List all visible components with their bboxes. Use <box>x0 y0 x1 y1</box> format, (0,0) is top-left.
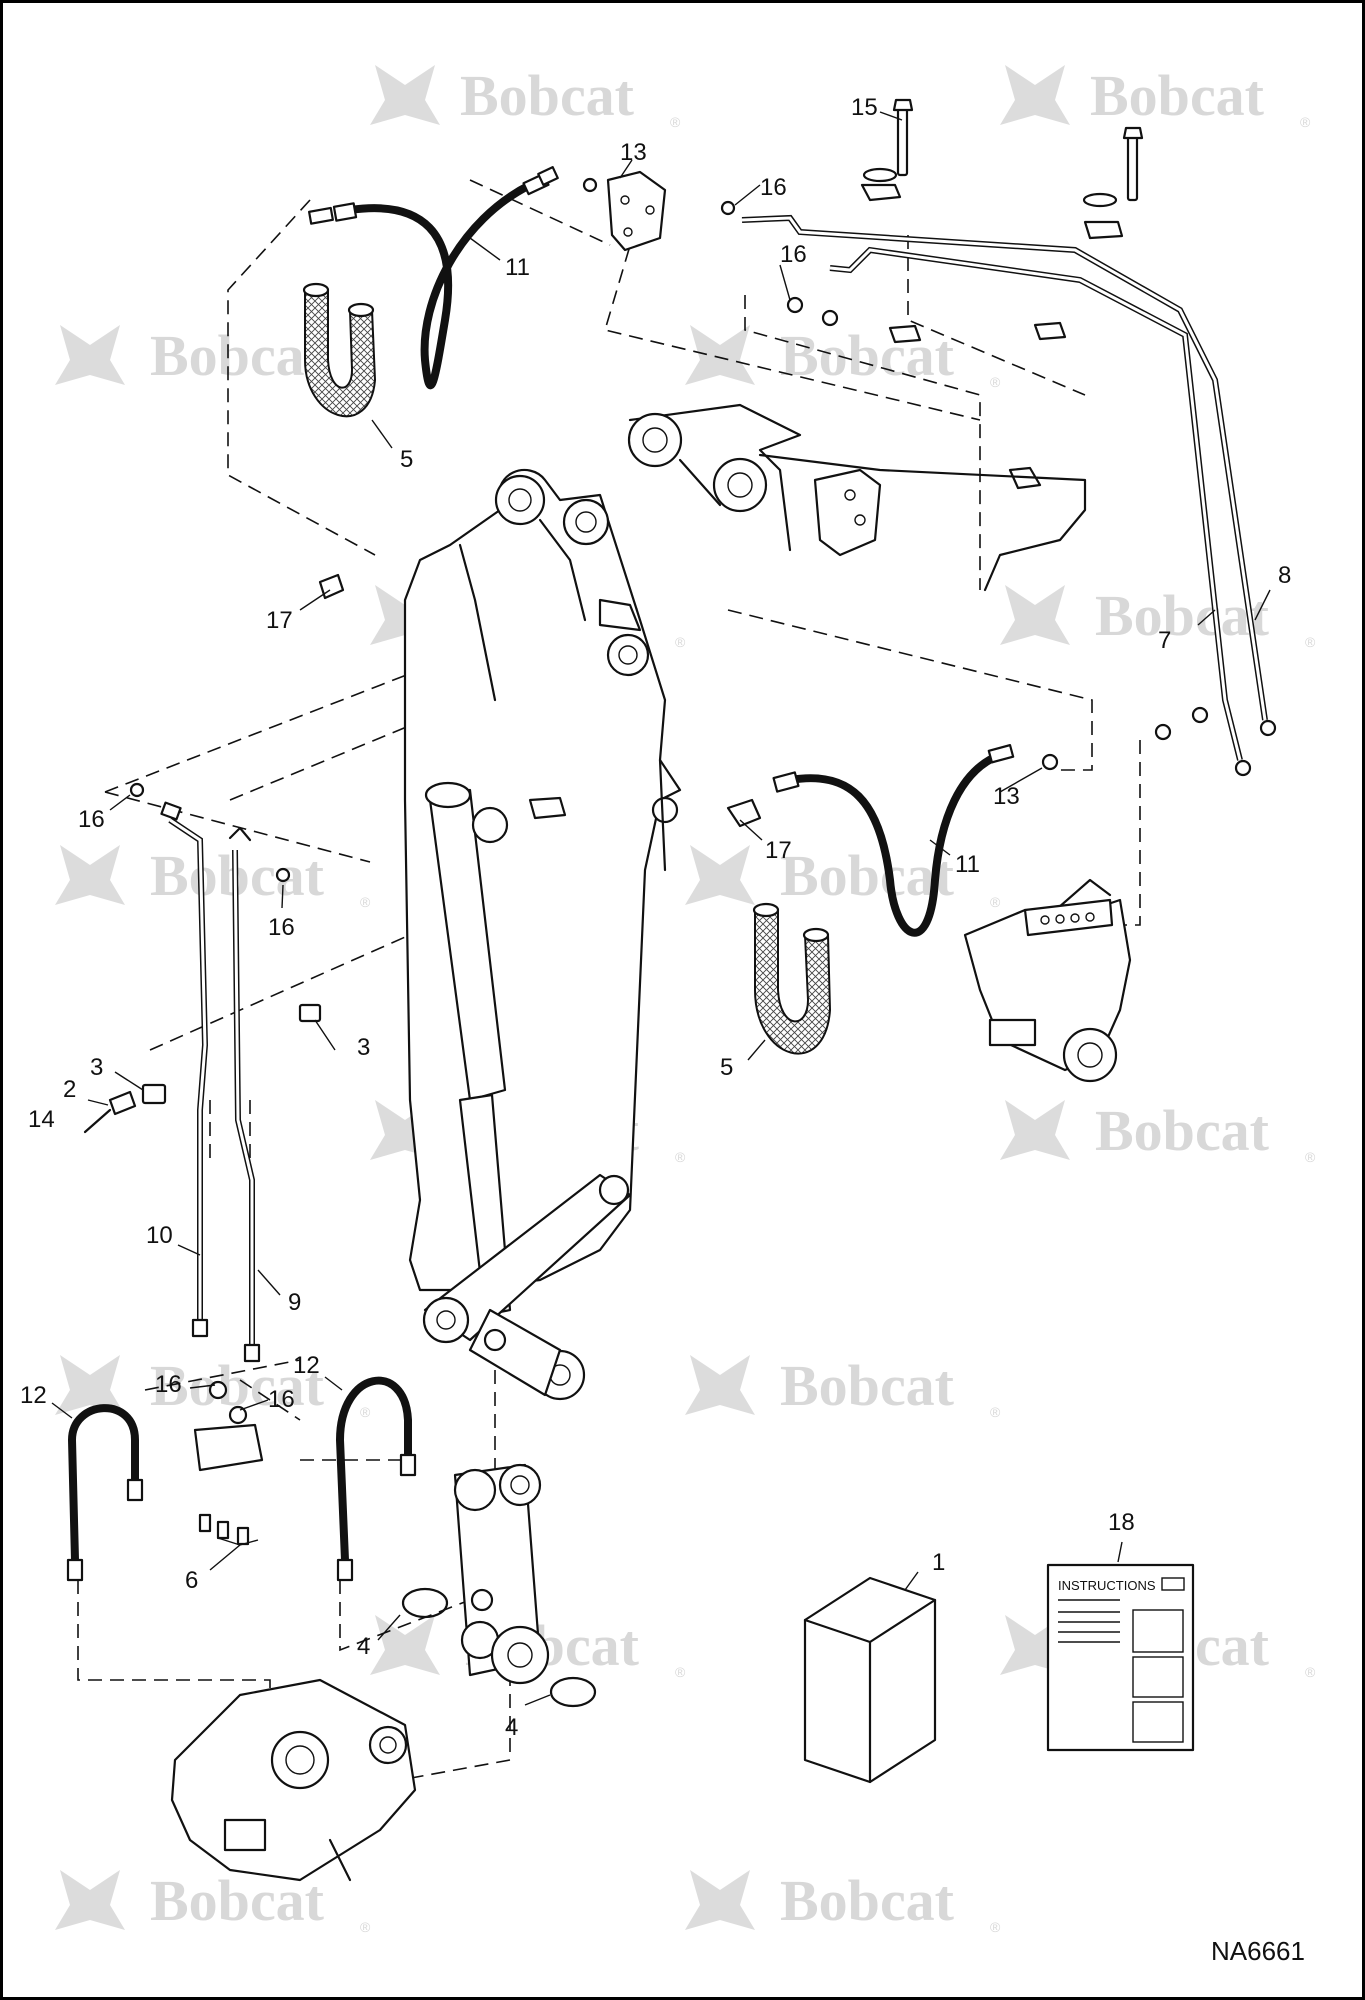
watermark-3: Bobcat ® <box>55 323 371 390</box>
watermark-1: Bobcat ® <box>370 63 681 130</box>
small-fittings <box>318 296 1209 741</box>
svg-text:Bobcat: Bobcat <box>1095 1098 1270 1163</box>
callout-18: 18 <box>1108 1509 1135 1536</box>
svg-text:®: ® <box>360 1919 371 1935</box>
svg-text:®: ® <box>990 894 1001 910</box>
leader-lines <box>51 111 1271 1706</box>
callout-17-top: 17 <box>266 607 293 634</box>
callout-15: 15 <box>851 94 878 121</box>
watermark-8: Bobcat ® <box>685 843 1001 910</box>
tube-clamps <box>860 98 1144 490</box>
callout-3-right: 3 <box>357 1034 370 1061</box>
long-tubes <box>741 214 1277 777</box>
callout-17-right: 17 <box>765 837 792 864</box>
svg-text:Bobcat: Bobcat <box>780 1353 955 1418</box>
watermark-7: Bobcat ® <box>55 843 371 910</box>
svg-text:®: ® <box>990 1404 1001 1420</box>
svg-text:Bobcat: Bobcat <box>780 843 955 908</box>
svg-text:®: ® <box>360 894 371 910</box>
top-bracket <box>582 170 736 252</box>
svg-text:Bobcat: Bobcat <box>780 1868 955 1933</box>
callout-3-left: 3 <box>90 1054 103 1081</box>
callout-16-mid: 16 <box>780 241 807 268</box>
o-rings <box>401 1587 597 1708</box>
instructions-label: INSTRUCTIONS <box>1058 1578 1156 1593</box>
callout-11-top: 11 <box>505 254 530 281</box>
callout-9: 9 <box>288 1289 301 1316</box>
left-tubes <box>129 782 291 1363</box>
svg-text:®: ® <box>360 1404 371 1420</box>
dipper-link <box>453 1463 550 1685</box>
callout-2: 2 <box>63 1076 76 1103</box>
callout-13-right: 13 <box>993 783 1020 810</box>
callout-14: 14 <box>28 1106 55 1133</box>
callout-6: 6 <box>185 1567 198 1594</box>
diagram-code: NA6661 <box>1211 1936 1305 1966</box>
upper-hose-assembly <box>308 166 559 390</box>
instructions-document: INSTRUCTIONS <box>1046 1563 1195 1752</box>
svg-text:®: ® <box>670 114 681 130</box>
bottom-hoses <box>66 1376 417 1582</box>
callout-5-bottom: 5 <box>720 1054 733 1081</box>
svg-text:®: ® <box>990 374 1001 390</box>
arm-linkage <box>422 1173 632 1401</box>
watermark-10: Bobcat ® <box>1000 1098 1316 1165</box>
svg-text:®: ® <box>675 1664 686 1680</box>
svg-text:Bobcat: Bobcat <box>1090 63 1265 128</box>
callout-16-coupler-right: 16 <box>268 1386 295 1413</box>
callout-16-coupler-left: 16 <box>155 1371 182 1398</box>
quick-coupler <box>170 1678 417 1882</box>
callout-13-top: 13 <box>620 139 647 166</box>
watermark-15: Bobcat ® <box>55 1868 371 1935</box>
watermark-6: Bobcat ® <box>1000 583 1316 650</box>
callout-11-right: 11 <box>955 851 980 878</box>
watermark-16: Bobcat ® <box>685 1868 1001 1935</box>
svg-text:®: ® <box>675 1149 686 1165</box>
callout-12-right: 12 <box>293 1352 320 1379</box>
callout-4-left: 4 <box>357 1633 370 1660</box>
callout-16-left: 16 <box>78 806 105 833</box>
callout-8: 8 <box>1278 562 1291 589</box>
callout-7: 7 <box>1158 627 1171 654</box>
callout-10: 10 <box>146 1222 173 1249</box>
svg-text:®: ® <box>990 1919 1001 1935</box>
callout-4-bottom: 4 <box>505 1714 518 1741</box>
lower-hose-assembly <box>726 743 1059 937</box>
svg-text:Bobcat: Bobcat <box>780 323 955 388</box>
callout-5-top: 5 <box>400 446 413 473</box>
svg-text:Bobcat: Bobcat <box>150 323 325 388</box>
callout-1: 1 <box>932 1549 945 1576</box>
upper-hose-guard <box>302 282 377 418</box>
watermark-12: Bobcat ® <box>685 1353 1001 1420</box>
watermark-4: Bobcat ® <box>685 323 1001 390</box>
svg-text:®: ® <box>1305 1149 1316 1165</box>
upper-hose <box>346 181 534 390</box>
coupler-fittings <box>193 1380 264 1546</box>
swing-casting <box>963 878 1132 1083</box>
swing-frame <box>627 403 1087 592</box>
callout-16-top: 16 <box>760 174 787 201</box>
watermark-2: Bobcat ® <box>1000 63 1311 130</box>
svg-text:Bobcat: Bobcat <box>1095 583 1270 648</box>
callout-labels: 15 13 16 16 11 5 17 8 7 16 16 13 17 11 3… <box>20 94 1291 1741</box>
callout-12-left: 12 <box>20 1382 47 1409</box>
svg-text:®: ® <box>675 634 686 650</box>
svg-text:®: ® <box>1305 634 1316 650</box>
boom-cylinder <box>424 781 512 1317</box>
left-hose-12 <box>67 1404 139 1564</box>
svg-text:®: ® <box>1300 114 1311 130</box>
right-hose-12 <box>335 1376 412 1564</box>
lower-hose <box>786 751 1004 937</box>
svg-text:®: ® <box>1305 1664 1316 1680</box>
lower-hose-guard <box>752 902 832 1055</box>
callout-16-left-low: 16 <box>268 914 295 941</box>
svg-text:Bobcat: Bobcat <box>460 63 635 128</box>
clamp-hardware <box>83 1003 322 1134</box>
box-part <box>803 1576 937 1784</box>
